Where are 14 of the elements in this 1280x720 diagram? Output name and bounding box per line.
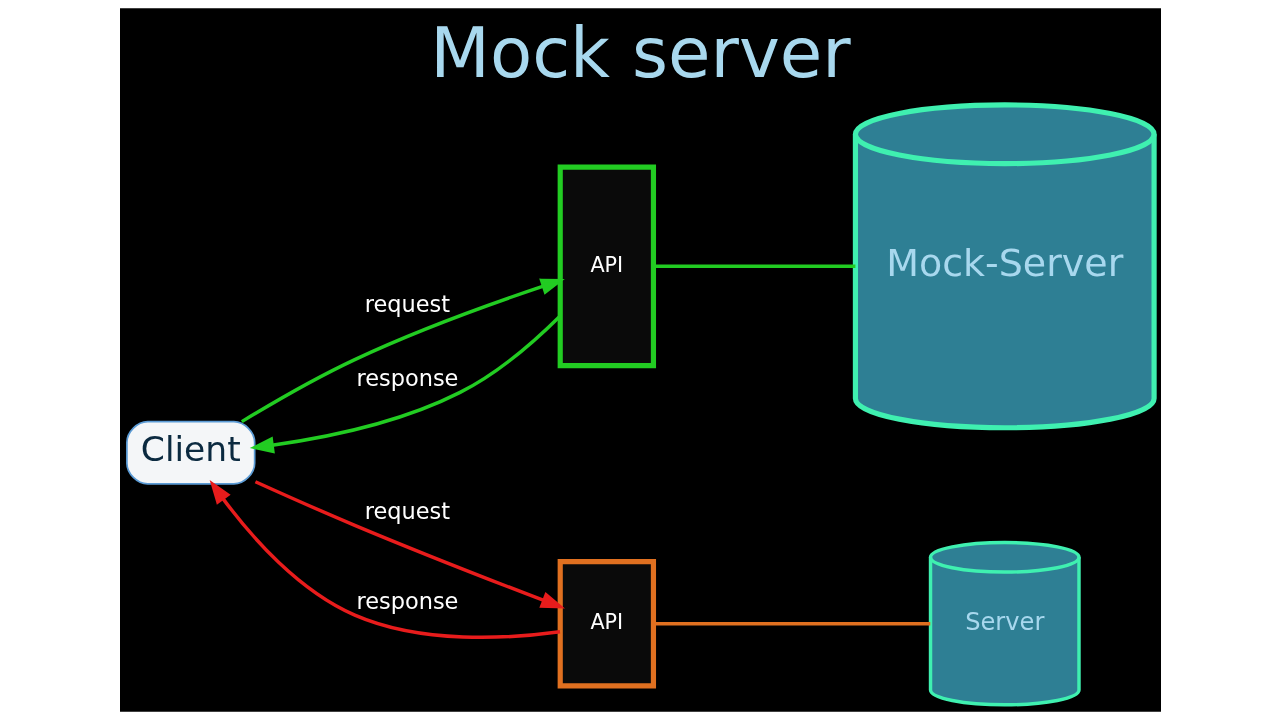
- edge-label: response: [355, 587, 458, 614]
- connector: [653, 621, 930, 626]
- edge-label: request: [364, 290, 450, 317]
- arrow: [249, 314, 561, 454]
- edge-label: response: [355, 365, 458, 392]
- node-box: API: [557, 164, 656, 369]
- edge-label: request: [364, 498, 450, 525]
- arrow: [254, 480, 565, 609]
- node-box: Client: [125, 420, 256, 485]
- diagram-title: Mock server: [429, 13, 851, 94]
- arrow: [240, 278, 565, 424]
- connector: [653, 264, 855, 269]
- node-box: API: [557, 558, 656, 689]
- arrow: [209, 480, 560, 639]
